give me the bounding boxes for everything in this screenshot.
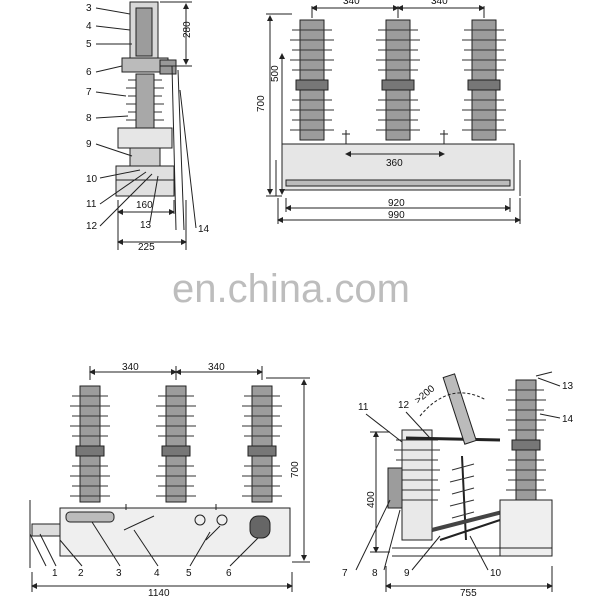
callout-12-bottom: 12 (398, 400, 410, 411)
pole-3-bottom (242, 385, 282, 503)
callout-9: 9 (86, 139, 92, 150)
dim-angle-200: >200 (413, 383, 438, 406)
dim-1140: 1140 (148, 588, 170, 599)
callout-4: 4 (86, 21, 92, 32)
pole-1-top (290, 19, 334, 141)
front-view-bottom (29, 366, 310, 592)
side-view-top (95, 1, 197, 250)
dim-990: 990 (388, 210, 405, 221)
callout-8-bottom: 8 (372, 568, 378, 579)
dim-360: 360 (386, 158, 403, 169)
callout-10-bottom: 10 (490, 568, 502, 579)
dim-400: 400 (366, 491, 377, 508)
dim-700: 700 (256, 95, 267, 112)
dim-920: 920 (388, 198, 405, 209)
callout-7-bottom: 7 (342, 568, 348, 579)
callout-8: 8 (86, 113, 92, 124)
callout-3-bottom: 3 (116, 568, 122, 579)
callout-14: 14 (198, 224, 210, 235)
pole-2-bottom (156, 385, 196, 503)
callout-5: 5 (86, 39, 92, 50)
dim-280: 280 (182, 21, 193, 38)
callout-11-bottom: 11 (358, 402, 369, 413)
callout-5-bottom: 5 (186, 568, 192, 579)
callout-11: 11 (86, 199, 97, 210)
callout-2: 2 (78, 568, 84, 579)
dim-700-bottom: 700 (290, 461, 301, 478)
callout-1: 1 (52, 568, 58, 579)
dim-225: 225 (138, 242, 155, 253)
callout-13-bottom: 13 (562, 381, 574, 392)
pole-3-top (462, 19, 506, 141)
callout-14-bottom: 14 (562, 414, 574, 425)
dim-160: 160 (136, 200, 153, 211)
watermark: en.china.com (172, 267, 410, 311)
side-view-bottom (355, 371, 561, 592)
dim-340-c: 340 (122, 362, 139, 373)
front-bottom-labels: 340 340 700 1140 1 2 3 4 5 6 (52, 362, 301, 599)
callout-13: 13 (140, 220, 152, 231)
front-view-top (266, 5, 521, 224)
callout-6: 6 (86, 67, 92, 78)
callout-4-bottom: 4 (154, 568, 160, 579)
callout-3: 3 (86, 3, 92, 14)
pole-2-top (376, 19, 420, 141)
callout-12: 12 (86, 221, 98, 232)
dim-500: 500 (270, 65, 281, 82)
pole-1-bottom (70, 385, 110, 503)
callout-6-bottom: 6 (226, 568, 232, 579)
callout-7: 7 (86, 87, 92, 98)
dim-340-a: 340 (343, 0, 360, 7)
front-top-labels: 340 340 500 700 360 920 990 (256, 0, 448, 221)
side-top-labels: 280 160 225 3 4 5 6 7 8 9 10 11 12 13 14 (86, 3, 210, 253)
callout-9-bottom: 9 (404, 568, 410, 579)
callout-10: 10 (86, 174, 98, 185)
dim-755: 755 (460, 588, 477, 599)
dim-340-b: 340 (431, 0, 448, 7)
dim-340-d: 340 (208, 362, 225, 373)
